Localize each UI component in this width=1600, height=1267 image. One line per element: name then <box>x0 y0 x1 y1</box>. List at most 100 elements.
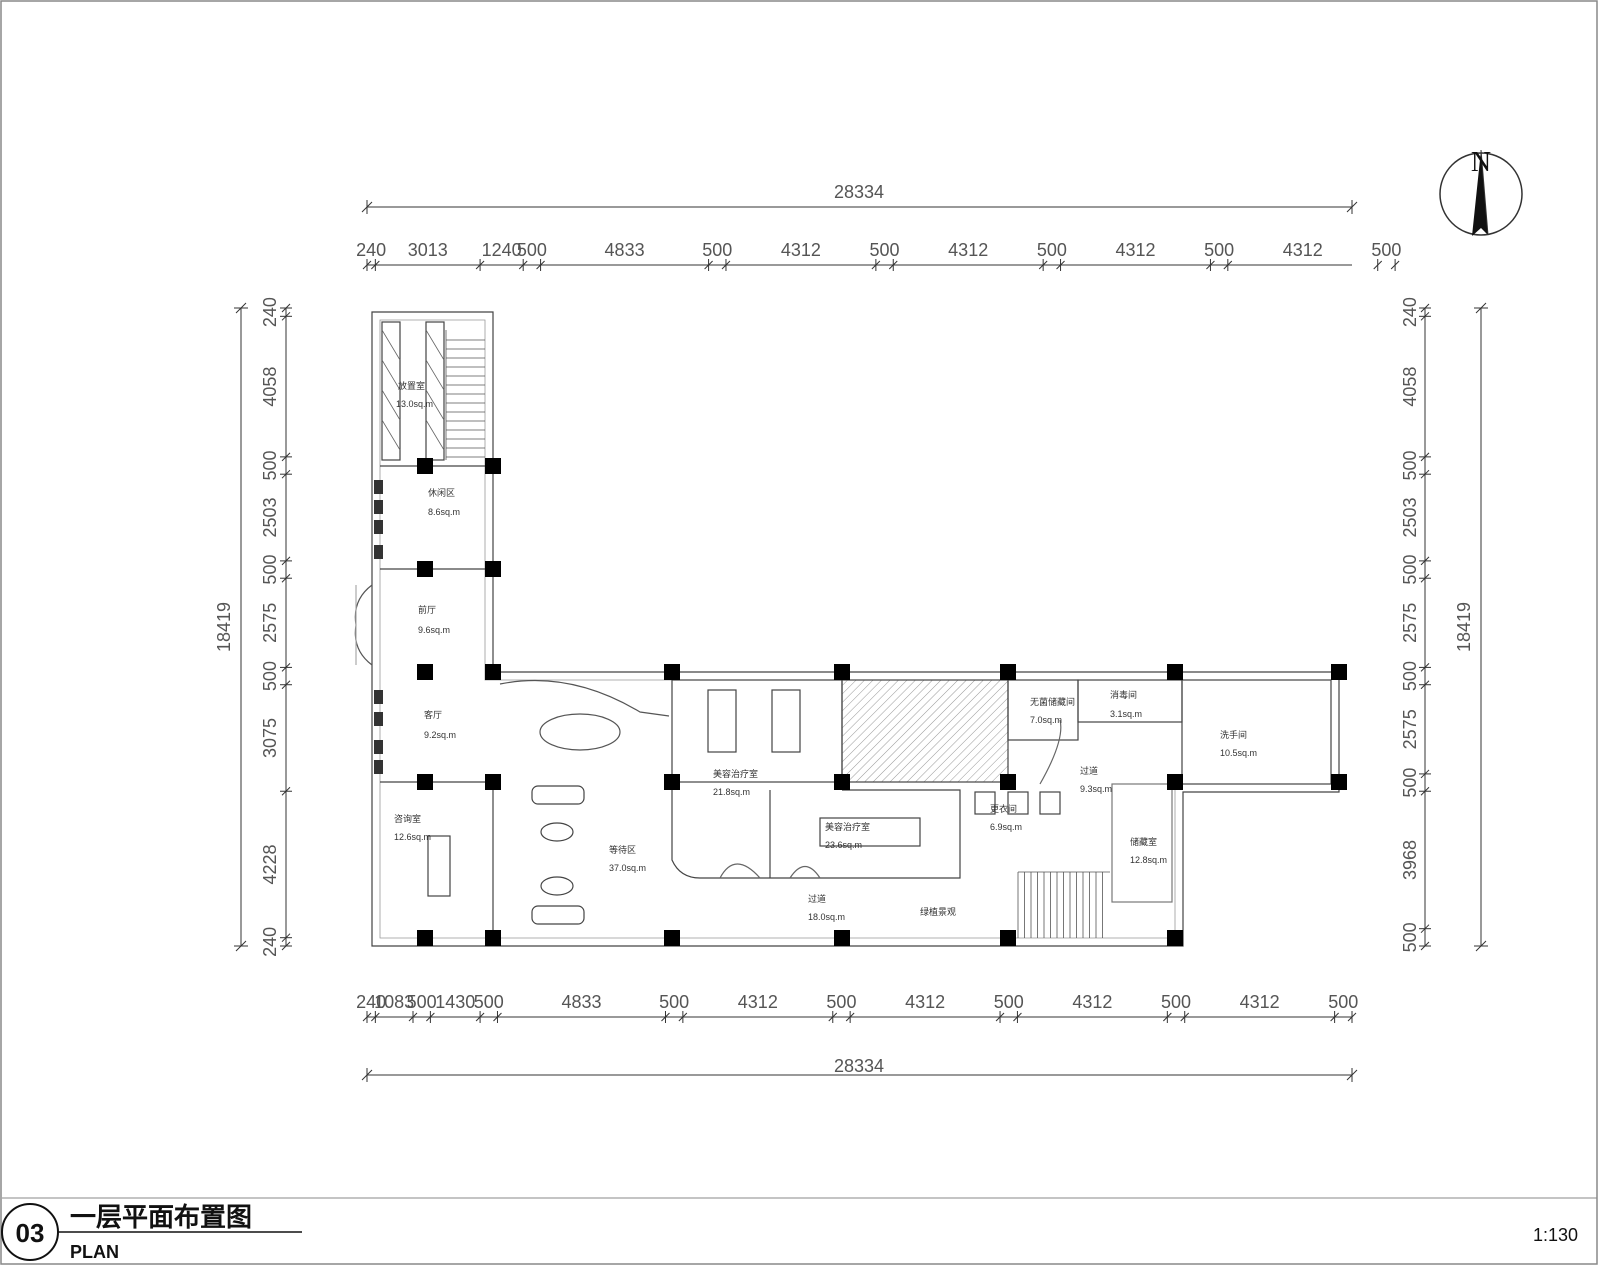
room-area: 23.6sq.m <box>825 840 862 850</box>
drawing-scale: 1:130 <box>1533 1225 1578 1245</box>
top-segment-label: 500 <box>1204 240 1234 260</box>
room-name: 无菌储藏间 <box>1030 696 1075 707</box>
room-name: 前厅 <box>418 604 436 615</box>
right-segment-label: 500 <box>1400 555 1420 585</box>
north-label: N <box>1471 147 1491 178</box>
column <box>664 774 680 790</box>
room-name: 储藏室 <box>1130 836 1157 847</box>
title-block: 03 一层平面布置图 PLAN 1:130 <box>1 1197 1597 1262</box>
room-area: 9.6sq.m <box>418 625 450 635</box>
left-segment-label: 240 <box>260 297 280 327</box>
right-segment-label: 2575 <box>1400 603 1420 643</box>
bottom-segment-label: 500 <box>1328 992 1358 1012</box>
left-segment-label: 2575 <box>260 603 280 643</box>
top-segment-label: 4312 <box>948 240 988 260</box>
room-area: 13.0sq.m <box>396 399 433 409</box>
planter <box>374 500 383 514</box>
room-area: 21.8sq.m <box>713 787 750 797</box>
left-total-dimension: 18419 <box>214 602 234 652</box>
room-name: 等待区 <box>609 844 636 855</box>
bottom-segment-label: 500 <box>474 992 504 1012</box>
column <box>664 664 680 680</box>
right-segment-label: 500 <box>1400 661 1420 691</box>
room-name: 休闲区 <box>428 487 455 498</box>
column <box>834 774 850 790</box>
drawing-number: 03 <box>16 1218 45 1248</box>
room-area: 9.3sq.m <box>1080 784 1112 794</box>
top-segment-label: 500 <box>870 240 900 260</box>
right-segment-label: 240 <box>1400 297 1420 327</box>
bottom-segment-label: 500 <box>826 992 856 1012</box>
planter <box>374 480 383 494</box>
room-name: 美容治疗室 <box>825 821 870 832</box>
right-segment-label: 2575 <box>1400 709 1420 749</box>
room-name: 美容治疗室 <box>713 768 758 779</box>
room-area: 12.6sq.m <box>394 832 431 842</box>
room-area: 12.8sq.m <box>1130 855 1167 865</box>
top-total-dimension: 28334 <box>834 182 884 202</box>
left-segment-label: 500 <box>260 451 280 481</box>
right-segment-label: 4058 <box>1400 367 1420 407</box>
bottom-segment-label: 500 <box>407 992 437 1012</box>
room-name: 更衣间 <box>990 803 1017 814</box>
room-name: 消毒间 <box>1110 689 1137 700</box>
column <box>485 561 501 577</box>
planter <box>374 545 383 559</box>
room-area: 10.5sq.m <box>1220 748 1257 758</box>
bottom-segment-label: 500 <box>1161 992 1191 1012</box>
bottom-total-dimension: 28334 <box>834 1056 884 1076</box>
column <box>417 774 433 790</box>
bottom-segment-label: 1430 <box>435 992 475 1012</box>
top-segment-label: 4312 <box>1283 240 1323 260</box>
room-area: 7.0sq.m <box>1030 715 1062 725</box>
column <box>664 930 680 946</box>
bottom-segment-label: 1083 <box>374 992 414 1012</box>
room-name: 过道 <box>808 893 826 904</box>
column <box>1000 930 1016 946</box>
left-segment-label: 2503 <box>260 498 280 538</box>
planter <box>374 712 383 726</box>
room-area: 37.0sq.m <box>609 863 646 873</box>
column <box>1167 774 1183 790</box>
bottom-segment-label: 500 <box>994 992 1024 1012</box>
left-segment-label: 4058 <box>260 367 280 407</box>
top-segment-label: 500 <box>1037 240 1067 260</box>
planter <box>374 690 383 704</box>
right-segment-label: 2503 <box>1400 498 1420 538</box>
column <box>485 664 501 680</box>
planter <box>374 740 383 754</box>
planter <box>374 520 383 534</box>
left-segment-label: 240 <box>260 927 280 957</box>
top-segment-label: 4833 <box>605 240 645 260</box>
structural-columns <box>417 458 1347 946</box>
left-segment-label: 3075 <box>260 718 280 758</box>
column <box>417 664 433 680</box>
bottom-segment-label: 4833 <box>561 992 601 1012</box>
column <box>485 774 501 790</box>
bottom-segment-label: 4312 <box>905 992 945 1012</box>
column <box>417 458 433 474</box>
column <box>417 561 433 577</box>
right-segment-label: 500 <box>1400 768 1420 798</box>
room-name: 咨询室 <box>394 813 421 824</box>
right-segment-label: 500 <box>1400 922 1420 952</box>
room-labels: 放置室 13.0sq.m 休闲区 8.6sq.m 前厅 9.6sq.m 客厅 9… <box>394 380 1257 922</box>
top-segment-label: 1240 <box>482 240 522 260</box>
bottom-segment-label: 4312 <box>1072 992 1112 1012</box>
bottom-dimensions <box>361 1011 1358 1082</box>
top-segment-label: 3013 <box>408 240 448 260</box>
top-segment-label: 500 <box>1371 240 1401 260</box>
room-name: 客厅 <box>424 709 442 720</box>
column <box>834 664 850 680</box>
column <box>1331 664 1347 680</box>
left-segment-label: 500 <box>260 555 280 585</box>
drawing-title-cn: 一层平面布置图 <box>70 1203 252 1233</box>
bottom-segment-label: 4312 <box>1240 992 1280 1012</box>
top-segment-label: 240 <box>356 240 386 260</box>
north-arrow: N <box>1439 147 1523 236</box>
room-area: 9.2sq.m <box>424 730 456 740</box>
